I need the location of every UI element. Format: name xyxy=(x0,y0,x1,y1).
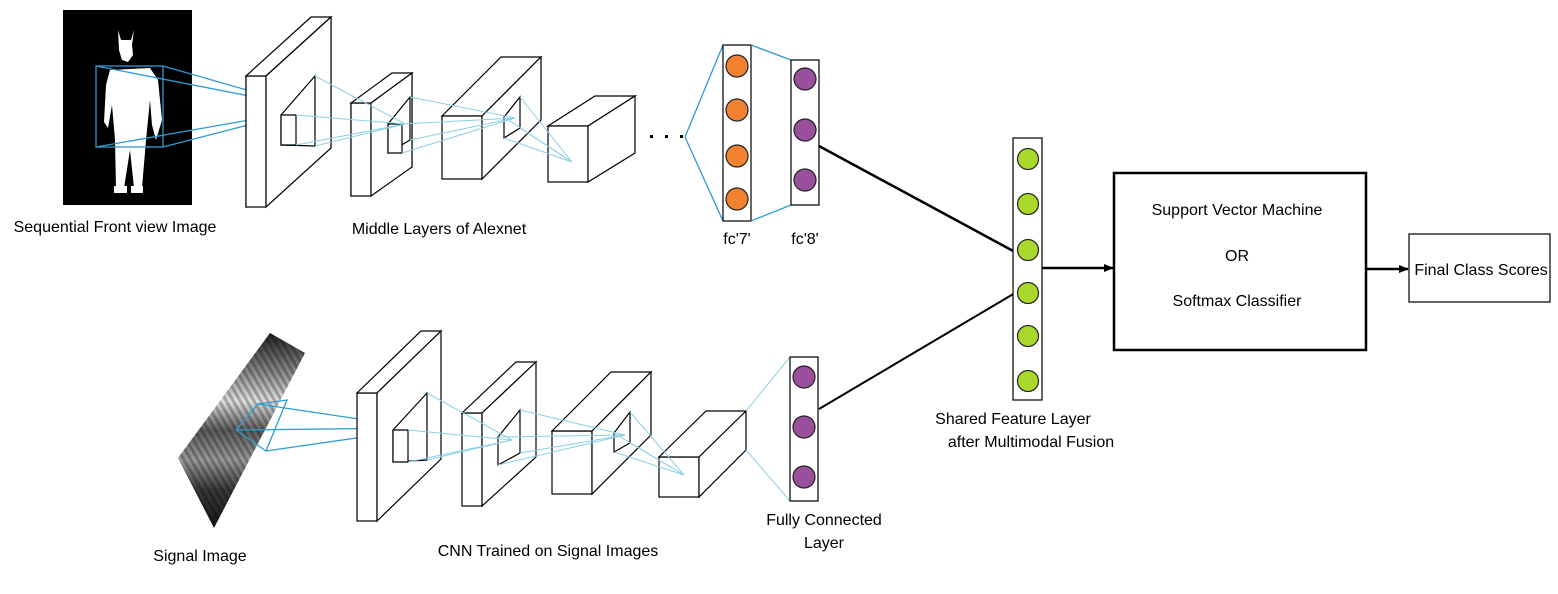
shared-layer-label-line1: Shared Feature Layer xyxy=(935,411,1091,428)
fc7-label: fc'7' xyxy=(723,231,750,248)
bottom-fusion-link xyxy=(818,292,1016,410)
shared-neuron xyxy=(1016,238,1040,262)
classifier-box xyxy=(1112,171,1368,352)
alexnet-layer-1 xyxy=(244,15,333,209)
fc7-neuron xyxy=(725,54,749,78)
signal-cnn-layer-4 xyxy=(657,409,748,499)
signal-cnn-layer-1 xyxy=(355,329,443,523)
top-fusion-link xyxy=(818,144,1016,254)
signal-image xyxy=(178,333,413,528)
classifier-softmax-label: Softmax Classifier xyxy=(1173,293,1303,310)
alexnet-layer-3 xyxy=(440,55,543,181)
fc8-neuron xyxy=(793,118,817,142)
fully-connected-label-line2: Layer xyxy=(804,535,845,552)
middle-layers-label: Middle Layers of Alexnet xyxy=(352,221,527,238)
fc7-neuron xyxy=(725,98,749,122)
alexnet-layer-4 xyxy=(545,94,638,184)
shared-neuron xyxy=(1016,147,1040,171)
bottom-layer-connectors xyxy=(407,356,791,502)
shared-feature-layer xyxy=(1012,137,1043,401)
fc7-neuron xyxy=(725,187,749,211)
receptive-field-box xyxy=(95,65,164,148)
signal-fc-neuron xyxy=(792,365,816,389)
fc8-neuron xyxy=(793,168,817,192)
fc8-label: fc'8' xyxy=(791,231,818,248)
signal-cnn-layer-3 xyxy=(550,370,653,496)
front-image-label: Sequential Front view Image xyxy=(14,219,217,236)
classifier-svm-label: Support Vector Machine xyxy=(1152,202,1323,219)
signal-fc-neuron xyxy=(792,415,816,439)
top-layer-connectors xyxy=(295,75,573,163)
cnn-signal-label: CNN Trained on Signal Images xyxy=(438,543,659,560)
neurons-group xyxy=(725,54,1040,489)
shared-neuron xyxy=(1016,192,1040,216)
ellipsis-dots xyxy=(650,135,683,138)
signal-cnn-layer-2 xyxy=(460,360,538,508)
shared-neuron xyxy=(1016,281,1040,305)
final-scores-box xyxy=(1408,233,1551,303)
classifier-or-label: OR xyxy=(1225,248,1249,265)
final-scores-label: Final Class Scores xyxy=(1414,262,1547,279)
signal-image-label: Signal Image xyxy=(153,548,246,565)
fc8-neuron xyxy=(793,67,817,91)
shared-neuron xyxy=(1016,324,1040,348)
shared-layer-label-line2: after Multimodal Fusion xyxy=(948,434,1114,451)
fully-connected-label-line1: Fully Connected xyxy=(766,512,882,529)
human-silhouette-icon xyxy=(104,30,162,193)
fc7-neuron xyxy=(725,144,749,168)
signal-fc-neuron xyxy=(792,465,816,489)
shared-neuron xyxy=(1016,369,1040,393)
